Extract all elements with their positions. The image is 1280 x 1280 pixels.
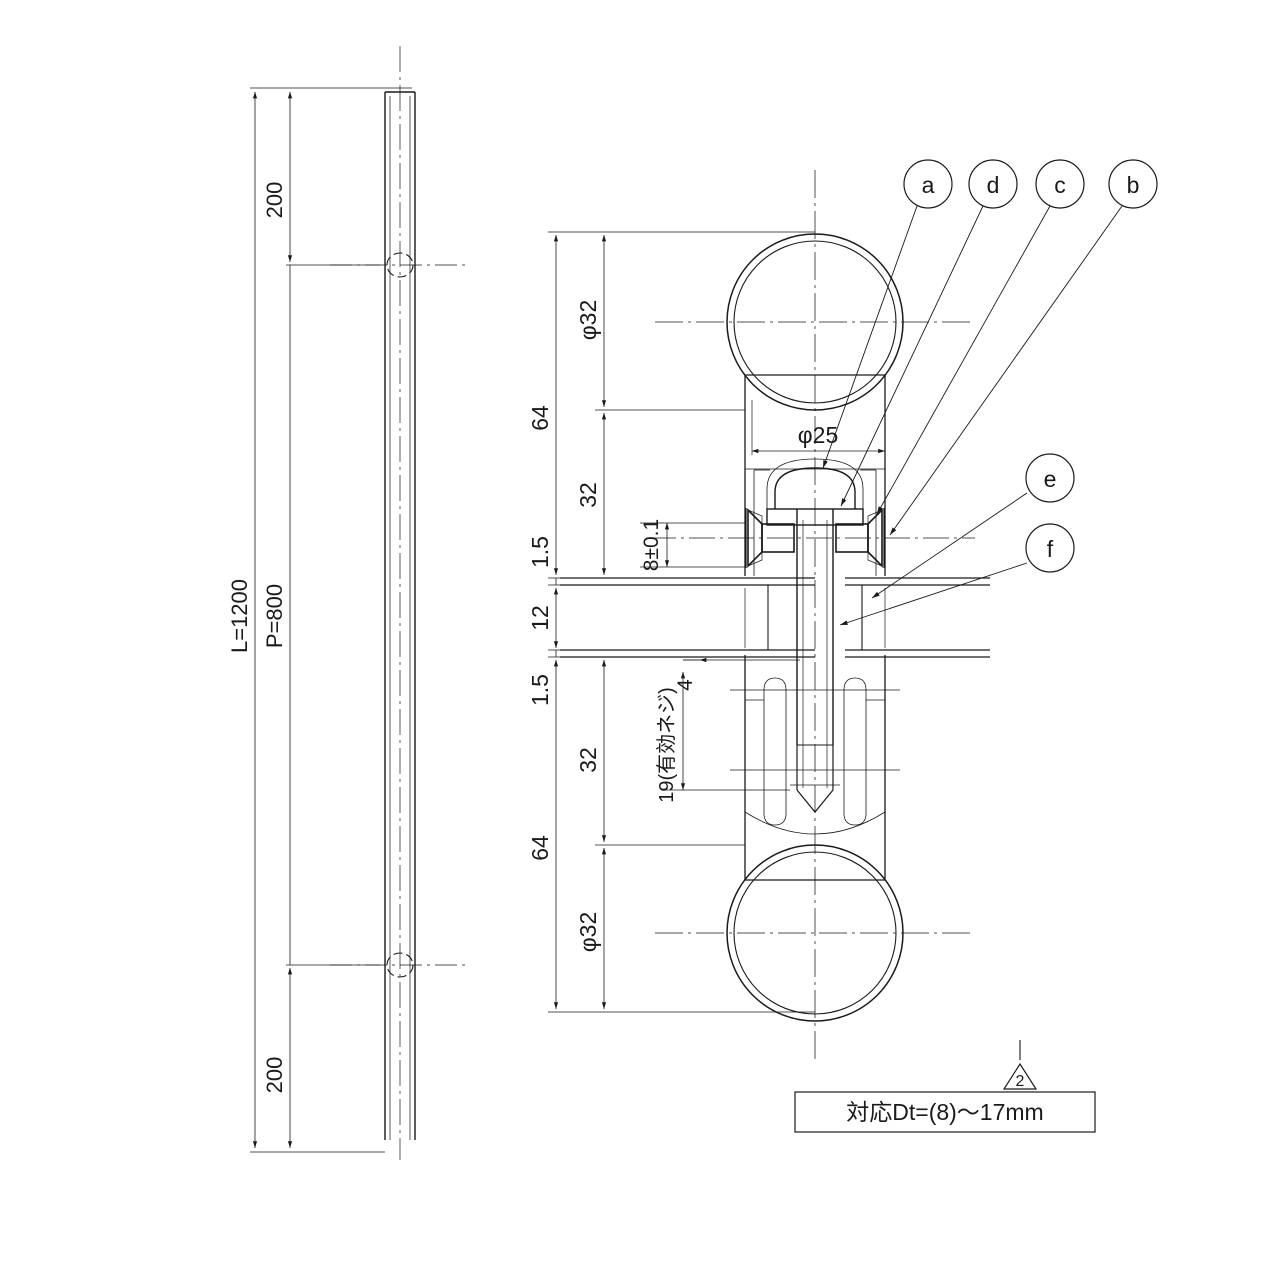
leader-d <box>840 205 984 507</box>
balloon-b[interactable]: b <box>1108 159 1158 209</box>
dim-pitch-800-label: P=800 <box>262 584 287 648</box>
revision-flag-number: 2 <box>1016 1073 1025 1090</box>
dim-upper-64-label: 64 <box>527 405 553 431</box>
dim-tolerance-8-label: 8±0.1 <box>640 519 663 571</box>
balloon-d-label: d <box>987 172 1000 198</box>
balloon-f[interactable]: f <box>1025 523 1075 573</box>
bearing-washers <box>650 508 975 568</box>
dim-upper-32-label: 32 <box>575 482 601 508</box>
dim-pitch-800: P=800 <box>262 265 291 965</box>
balloon-callouts: a d c b e <box>822 159 1158 626</box>
lower-bracket-inner <box>744 677 886 835</box>
dim-thread-19-label: 19(有効ネジ) <box>655 687 678 803</box>
dim-upper-1p5-label: 1.5 <box>527 536 553 568</box>
balloon-d[interactable]: d <box>968 159 1018 209</box>
leader-c <box>876 205 1051 515</box>
leader-b <box>889 205 1123 536</box>
balloon-a[interactable]: a <box>903 159 953 209</box>
left-elevation-view: 200 200 P=800 L=1200 <box>227 46 470 1160</box>
right-section-view: 64 φ32 32 1.5 12 <box>527 159 1158 1133</box>
dim-lower-32-label: 32 <box>575 747 601 773</box>
balloon-a-label: a <box>922 172 935 198</box>
dim-top-200: 200 <box>262 91 293 262</box>
dim-top-200-label: 200 <box>262 182 287 219</box>
balloon-e-label: e <box>1044 466 1057 492</box>
note-block: 2 対応Dt=(8)～17mm <box>794 1040 1096 1133</box>
dim-lower-64-label: 64 <box>527 835 553 861</box>
balloon-leader-lines <box>822 205 1123 626</box>
dim-overall-1200-label: L=1200 <box>227 579 252 653</box>
dim-overall-1200: L=1200 <box>227 91 258 1148</box>
leader-e <box>871 492 1028 599</box>
dim-phi25-label: φ25 <box>798 422 839 448</box>
dim-lower-64: 64 <box>527 659 559 1009</box>
balloon-b-label: b <box>1127 172 1140 198</box>
dim-upper-64: 64 <box>527 234 559 575</box>
revision-flag-triangle: 2 <box>1002 1062 1038 1090</box>
leader-f <box>839 562 1028 626</box>
note-text: 対応Dt=(8)～17mm <box>846 1099 1043 1125</box>
dim-lower-phi32-label: φ32 <box>575 912 601 953</box>
construction-lines <box>730 588 900 771</box>
lower-mounting-hole <box>330 952 470 978</box>
dim-mid-12-label: 12 <box>527 605 553 631</box>
dim-thread-19: 19(有効ネジ) <box>655 671 790 803</box>
dim-lower-phi32: φ32 <box>575 847 607 1009</box>
balloon-e[interactable]: e <box>1025 453 1075 503</box>
lower-pipe-section <box>655 844 975 1022</box>
balloon-f-label: f <box>1047 536 1054 562</box>
upper-mounting-hole <box>330 252 470 278</box>
right-extension-lines <box>548 231 815 1013</box>
upper-bracket-inner <box>753 469 877 576</box>
dim-chamfer-4: 4 <box>674 657 800 691</box>
dim-chamfer-4-label: 4 <box>674 679 697 691</box>
dim-upper-1p5: 1.5 <box>527 536 557 585</box>
dim-lower-1p5: 1.5 <box>527 650 557 706</box>
left-extension-lines <box>250 87 412 1153</box>
leader-a <box>822 205 918 469</box>
dim-lower-32: 32 <box>575 659 607 842</box>
upper-pipe-section <box>655 233 975 411</box>
dim-mid-12: 12 <box>527 587 559 648</box>
right-view-dimensions: 64 φ32 32 1.5 12 <box>527 231 886 1013</box>
dome-cap <box>745 458 885 526</box>
note-box <box>794 1091 1096 1133</box>
center-bolt <box>790 509 840 813</box>
dim-upper-phi32-label: φ32 <box>575 300 601 341</box>
dim-tolerance-8: 8±0.1 <box>640 519 745 571</box>
dim-phi25: φ25 <box>751 400 886 455</box>
dim-upper-phi32: φ32 <box>575 234 607 407</box>
balloon-c-label: c <box>1054 172 1066 198</box>
balloon-c[interactable]: c <box>1035 159 1085 209</box>
dim-lower-1p5-label: 1.5 <box>527 674 553 706</box>
dim-bottom-200: 200 <box>262 967 293 1148</box>
dim-bottom-200-label: 200 <box>262 1057 287 1094</box>
dim-upper-32: 32 <box>575 412 607 575</box>
pipe-inner-edge <box>389 96 411 1140</box>
